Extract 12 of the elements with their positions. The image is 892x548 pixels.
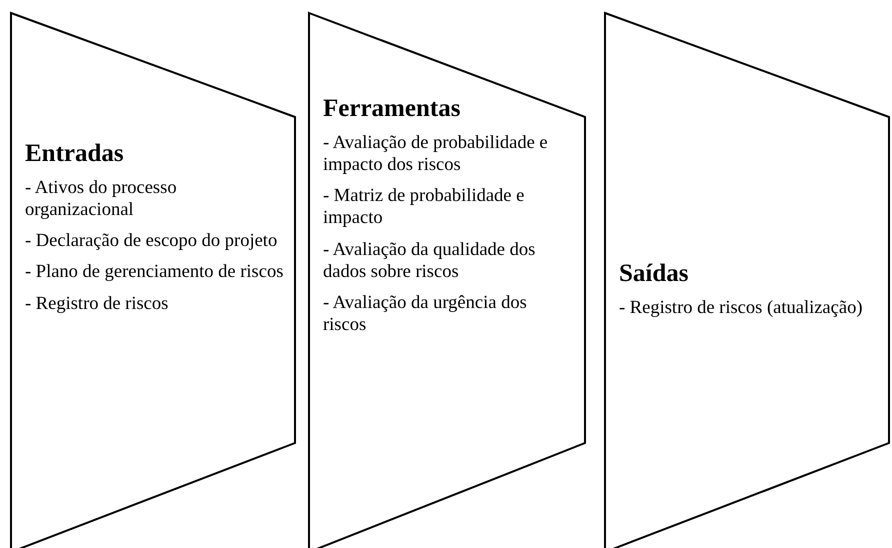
list-item: - Avaliação da qualidade dos dados sobre riscos (323, 238, 536, 283)
list-item: - Declaração de escopo do projeto (25, 230, 278, 252)
column-heading: Ferramentas (323, 95, 462, 124)
list-item: - Ativos do processo organizacional (25, 176, 178, 222)
list-item: - Registro de riscos (25, 292, 170, 315)
list-item: - Registro de riscos (atualização) (619, 296, 864, 319)
column-heading: Entradas (25, 140, 125, 169)
list-item: - Plano de gerenciamento de riscos (25, 261, 284, 284)
list-item: - Avaliação de probabilidade e impacto dos riscos (323, 132, 549, 176)
list-item: - Avaliação da urgência dos riscos (323, 292, 528, 336)
column-heading: Saídas (619, 260, 690, 289)
list-item: - Matriz de probabilidade e impacto (323, 185, 526, 230)
